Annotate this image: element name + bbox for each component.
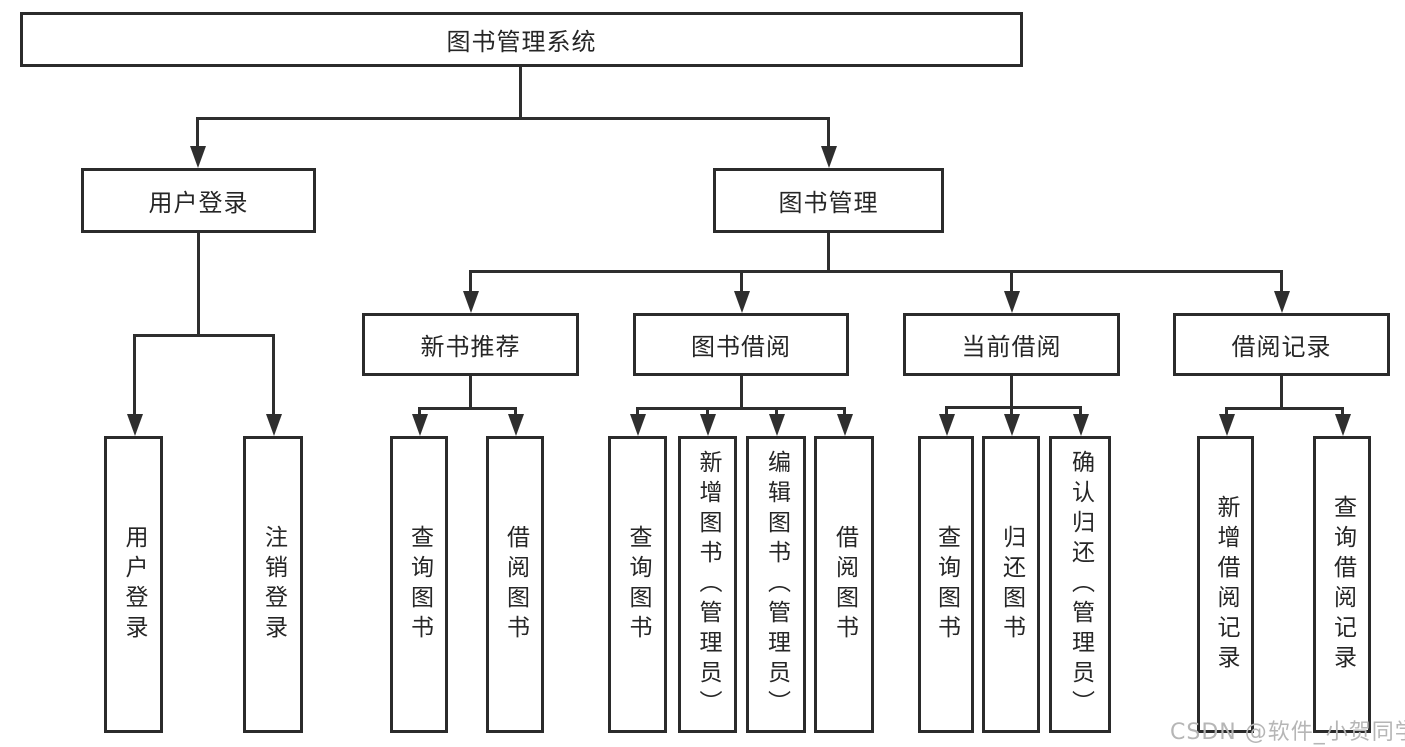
node-label: 归还图书 — [998, 524, 1025, 645]
node-confirm-return-admin: 确认归还（管理员） — [1049, 436, 1111, 733]
connector-arrow — [411, 407, 428, 436]
connector-arrow — [733, 270, 750, 313]
connector-line — [197, 117, 830, 120]
node-label: 图书管理 — [778, 189, 879, 217]
connector-arrow — [1273, 270, 1290, 313]
csdn-watermark: CSDN @软件_小贺同学 — [1170, 720, 1405, 745]
node-label: 新增图书（管理员） — [695, 449, 721, 720]
connector-line — [1010, 376, 1013, 408]
node-label: 查询图书 — [625, 524, 651, 645]
node-query-books-borrowing: 查询图书 — [608, 436, 667, 733]
node-return-books: 归还图书 — [982, 436, 1040, 733]
connector-arrow — [126, 334, 143, 436]
node-borrow-books-borrowing: 借阅图书 — [814, 436, 874, 733]
connector-line — [740, 376, 743, 409]
node-label: 查询借阅记录 — [1329, 494, 1356, 675]
node-edit-books-admin: 编辑图书（管理员） — [746, 436, 806, 733]
node-current-borrowing: 当前借阅 — [903, 313, 1120, 376]
connector-arrow — [1218, 407, 1235, 436]
node-label: 用户登录 — [148, 189, 249, 217]
node-query-books-recommend: 查询图书 — [390, 436, 448, 733]
node-label: 借阅图书 — [831, 524, 858, 645]
node-new-book-recommendation: 新书推荐 — [362, 313, 579, 376]
node-label: 查询图书 — [933, 524, 960, 645]
connector-arrow — [1003, 270, 1020, 313]
node-add-books-admin: 新增图书（管理员） — [678, 436, 737, 733]
connector-arrow — [820, 117, 837, 168]
node-label: 图书借阅 — [691, 333, 791, 361]
node-label: 新书推荐 — [420, 333, 521, 361]
connector-line — [1280, 376, 1283, 409]
connector-line — [637, 407, 846, 410]
connector-line — [519, 67, 522, 119]
node-logout-action: 注销登录 — [243, 436, 303, 733]
connector-arrow — [629, 407, 646, 436]
node-label: 借阅记录 — [1231, 333, 1332, 361]
node-borrowing-records: 借阅记录 — [1173, 313, 1390, 376]
connector-line — [197, 233, 200, 336]
node-label: 借阅图书 — [502, 524, 529, 645]
connector-arrow — [265, 334, 282, 436]
node-query-borrow-record: 查询借阅记录 — [1313, 436, 1371, 733]
connector-arrow — [768, 407, 785, 436]
node-label: 新增借阅记录 — [1213, 494, 1239, 675]
connector-arrow — [462, 270, 479, 313]
connector-arrow — [938, 406, 955, 436]
node-book-borrowing: 图书借阅 — [633, 313, 849, 376]
node-query-books-current: 查询图书 — [918, 436, 974, 733]
connector-arrow — [836, 407, 853, 436]
node-book-management: 图书管理 — [713, 168, 944, 233]
node-label: 图书管理系统 — [446, 28, 597, 56]
connector-line — [134, 334, 275, 337]
node-library-management-system: 图书管理系统 — [20, 12, 1023, 67]
node-user-login-action: 用户登录 — [104, 436, 163, 733]
connector-line — [419, 407, 517, 410]
node-label: 查询图书 — [406, 524, 433, 645]
connector-arrow — [189, 117, 206, 168]
connector-arrow — [1334, 407, 1351, 436]
connector-line — [946, 406, 1082, 409]
connector-arrow — [1072, 406, 1089, 436]
connector-arrow — [1003, 406, 1020, 436]
node-label: 编辑图书（管理员） — [763, 449, 790, 720]
connector-line — [469, 376, 472, 409]
node-label: 当前借阅 — [961, 333, 1062, 361]
node-label: 注销登录 — [260, 524, 287, 645]
node-add-borrow-record: 新增借阅记录 — [1197, 436, 1254, 733]
connector-arrow — [699, 407, 716, 436]
node-borrow-books-recommend: 借阅图书 — [486, 436, 544, 733]
connector-line — [470, 270, 1283, 273]
connector-line — [827, 233, 830, 272]
node-user-login: 用户登录 — [81, 168, 316, 233]
node-label: 确认归还（管理员） — [1067, 449, 1094, 720]
connector-line — [1226, 407, 1344, 410]
node-label: 用户登录 — [121, 524, 147, 645]
connector-arrow — [507, 407, 524, 436]
